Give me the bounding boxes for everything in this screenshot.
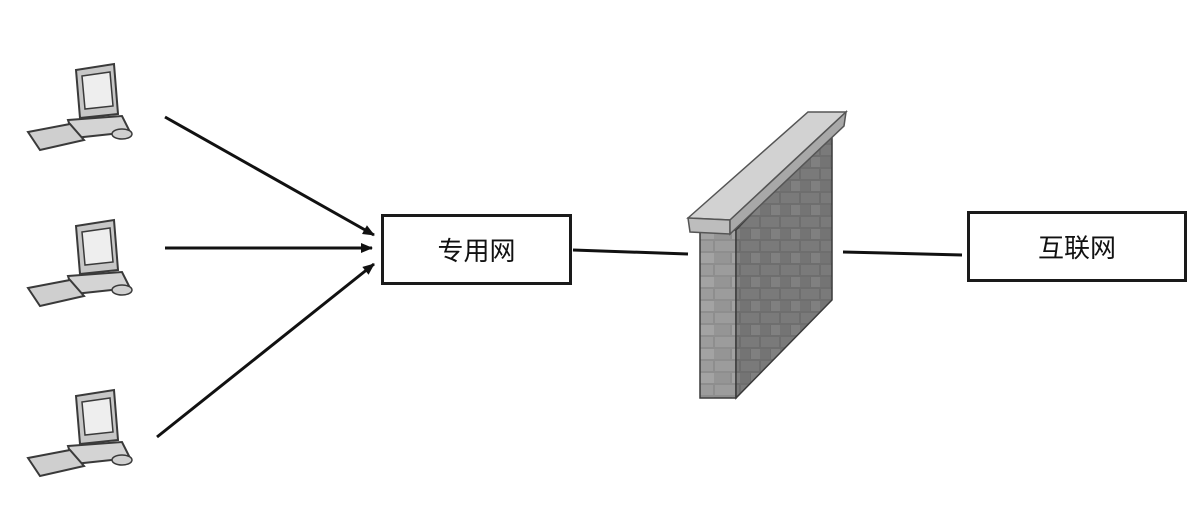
firewall-cap-side xyxy=(729,110,848,236)
desktop-computer-icon xyxy=(26,62,133,152)
internet-box: 互联网 xyxy=(967,211,1187,282)
private-network-box: 专用网 xyxy=(381,214,572,285)
computer-1 xyxy=(26,62,133,152)
desktop-computer-icon xyxy=(26,388,133,478)
link-firewall-to-internet xyxy=(842,250,963,257)
firewall-cap-front xyxy=(687,217,731,235)
brick-firewall-icon xyxy=(686,110,848,400)
arrow-computer-1-to-private-network xyxy=(164,115,375,237)
computer-2 xyxy=(26,218,133,308)
internet-label: 互联网 xyxy=(1037,234,1116,264)
computer-3 xyxy=(26,388,133,478)
desktop-computer-icon xyxy=(26,218,133,308)
firewall xyxy=(686,110,848,400)
private-network-label: 专用网 xyxy=(437,237,516,267)
link-private-network-to-firewall xyxy=(572,248,689,256)
arrow-computer-3-to-private-network xyxy=(156,262,375,439)
firewall-front xyxy=(699,229,737,399)
